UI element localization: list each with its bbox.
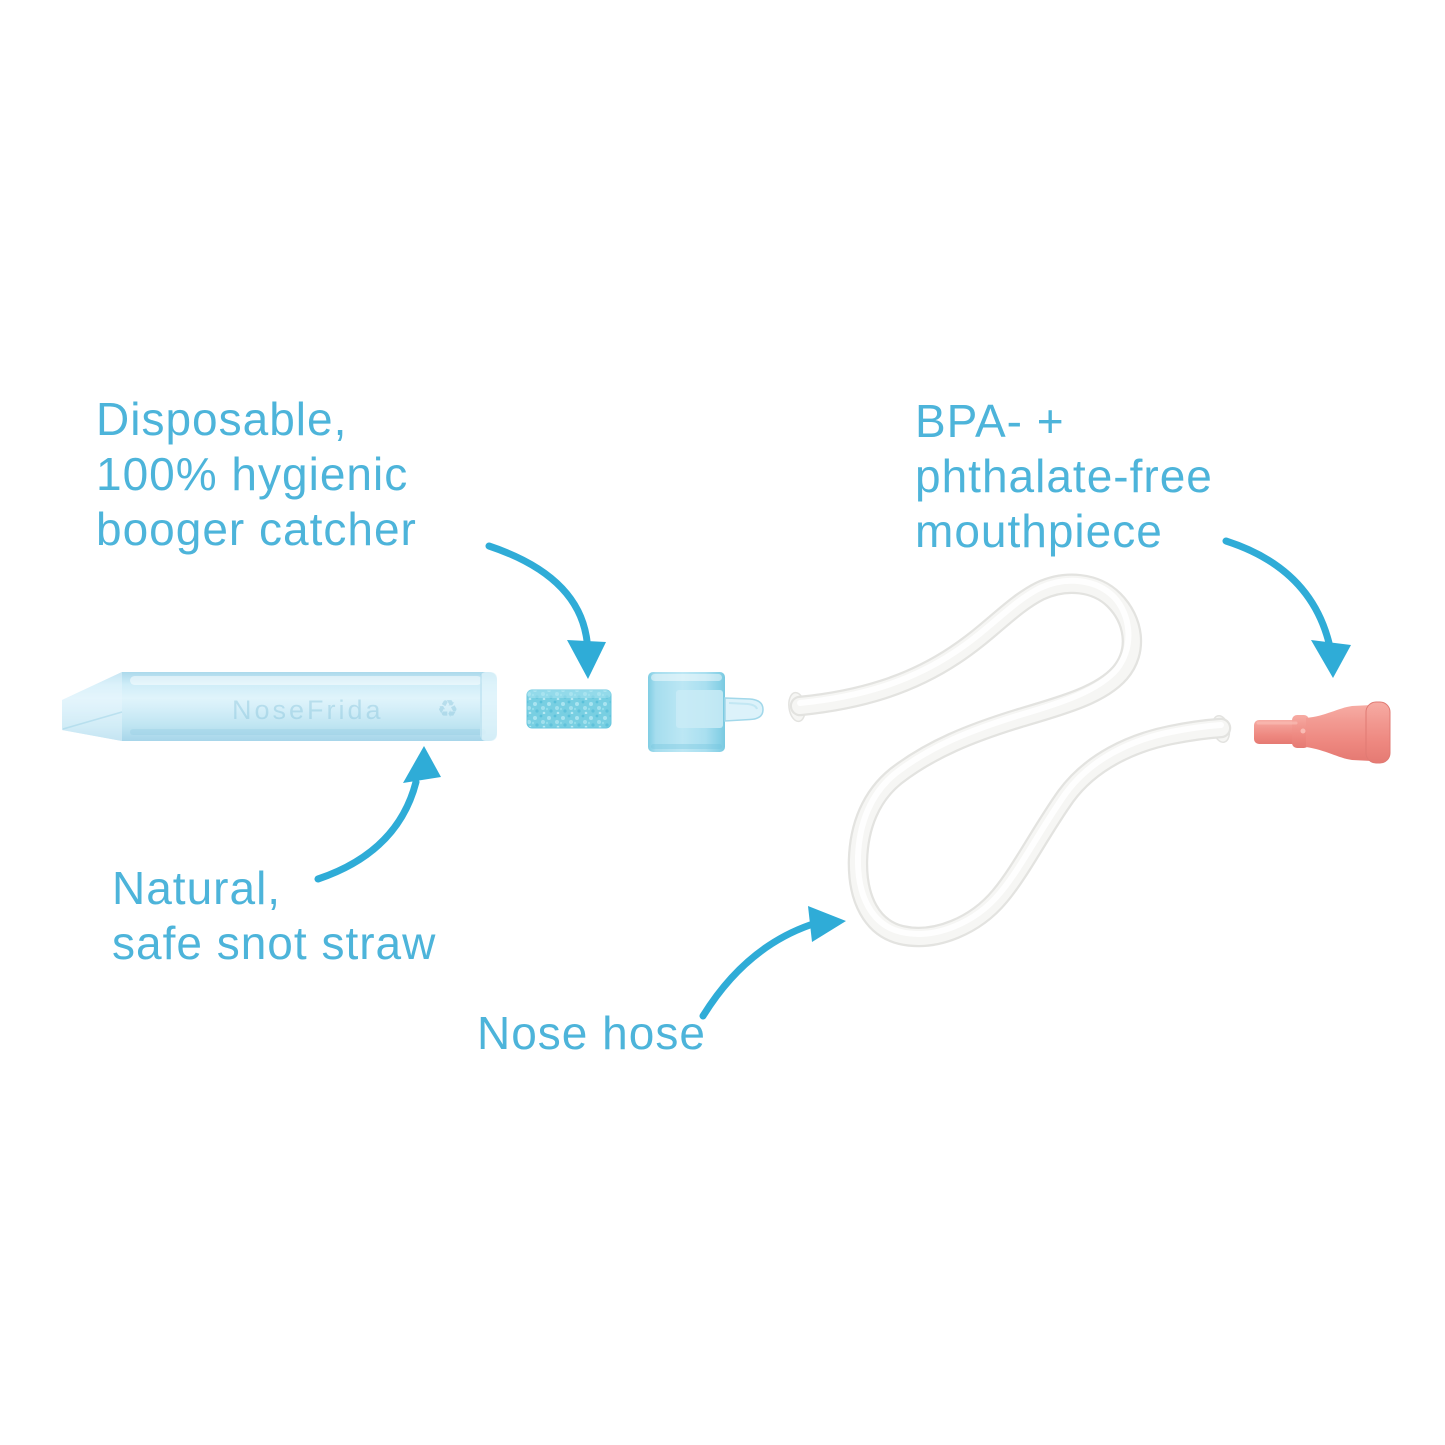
snot-straw-illustration: NoseFrida ♻ xyxy=(62,672,497,741)
label-line: 100% hygienic xyxy=(96,448,409,500)
arrow-to-snot-straw xyxy=(314,746,441,883)
label-line: booger catcher xyxy=(96,503,417,555)
label-nose-hose: Nose hose xyxy=(477,1006,706,1061)
label-booger-catcher: Disposable, 100% hygienic booger catcher xyxy=(96,392,417,557)
label-line: Natural, xyxy=(112,862,282,914)
label-mouthpiece: BPA- + phthalate-free mouthpiece xyxy=(915,394,1213,559)
label-line: BPA- + xyxy=(915,395,1065,447)
straw-embossed-text: NoseFrida xyxy=(232,695,384,725)
arrow-to-mouthpiece xyxy=(1222,537,1351,678)
foam-filter-illustration xyxy=(526,689,612,729)
label-line: phthalate-free xyxy=(915,450,1213,502)
mouthpiece-illustration xyxy=(1254,701,1391,764)
label-line: Disposable, xyxy=(96,393,348,445)
label-line: safe snot straw xyxy=(112,917,437,969)
label-line: Nose hose xyxy=(477,1007,706,1059)
arrow-to-foam-filter xyxy=(485,542,606,679)
label-line: mouthpiece xyxy=(915,505,1163,557)
cap-illustration xyxy=(648,672,764,752)
nose-hose-illustration xyxy=(788,573,1232,948)
arrow-to-nose-hose xyxy=(699,906,846,1020)
label-snot-straw: Natural, safe snot straw xyxy=(112,861,436,971)
recycle-icon: ♻ xyxy=(437,696,462,723)
